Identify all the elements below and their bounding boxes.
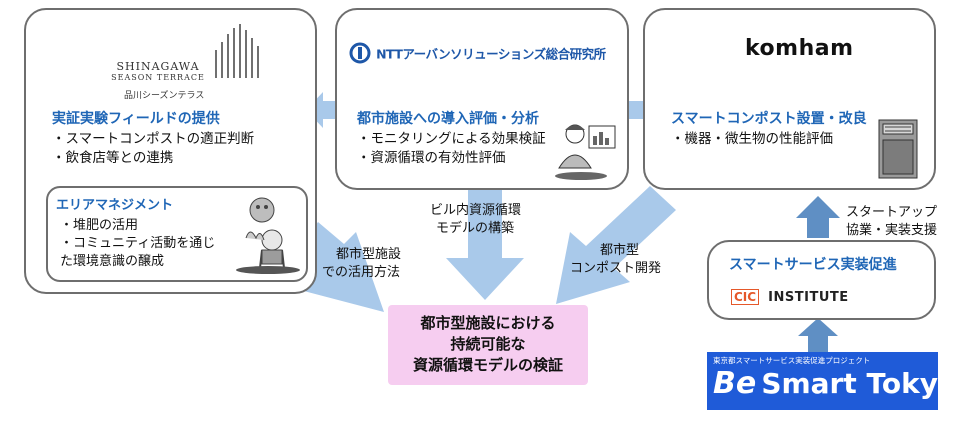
building-logo-icon: [215, 24, 259, 78]
ntt-logo-icon: [349, 42, 371, 64]
besmart-banner: 東京都スマートサービス実装促進プロジェクト Be Smart Tokyo: [707, 352, 957, 410]
smart-service-box: スマートサービス実装促進 CIC INSTITUTE: [707, 240, 936, 320]
up-arrow-besmart: [798, 318, 838, 352]
label-middle-2: モデルの構築: [436, 221, 515, 236]
logo-top: SHINAGAWA: [116, 60, 200, 73]
ntt-bullet-1: ・モニタリングによる効果検証: [357, 131, 546, 147]
researcher-illustration-icon: [555, 124, 616, 180]
ntt-box: NTTアーバンソリューションズ総合研究所 都市施設への導入評価・分析 ・モニタリ…: [335, 8, 629, 190]
area-bullet-1: ・堆肥の活用: [60, 218, 139, 233]
compost-machine-icon: [878, 119, 918, 179]
center-goal-box: 都市型施設における 持続可能な 資源循環モデルの検証: [388, 305, 588, 385]
komham-box: komham スマートコンポスト設置・改良 ・機器・微生物の性能評価: [643, 8, 936, 190]
komham-bullet-1: ・機器・微生物の性能評価: [671, 131, 833, 147]
ntt-heading: 都市施設への導入評価・分析: [357, 111, 539, 127]
label-middle-1: ビル内資源循環: [430, 203, 522, 218]
field-heading: 実証実験フィールドの提供: [52, 111, 220, 127]
gardener-illustration-icon: [236, 197, 300, 274]
besmart-be: Be: [713, 366, 757, 401]
center-line-2: 持続可能な: [450, 335, 526, 353]
logo-jp: 品川シーズンテラス: [124, 91, 205, 101]
besmart-small: 東京都スマートサービス実装促進プロジェクト: [713, 356, 871, 365]
area-management-box: エリアマネジメント ・堆肥の活用 ・コミュニティ活動を通じ た環境意識の醸成: [46, 186, 308, 282]
label-right-2: コンポスト開発: [570, 261, 662, 276]
cic-mark: CIC: [731, 289, 760, 305]
logo-text: SHINAGAWA SEASON TERRACE: [98, 60, 218, 82]
label-startup-1: スタートアップ: [846, 205, 938, 220]
up-arrow-startup: [796, 196, 840, 238]
label-left-2: での活用方法: [322, 265, 401, 280]
area-bullet-2: ・コミュニティ活動を通じ: [60, 236, 216, 251]
center-line-1: 都市型施設における: [420, 314, 556, 332]
ntt-logo: NTTアーバンソリューションズ総合研究所: [349, 42, 606, 64]
label-startup-2: 協業・実装支援: [846, 223, 938, 238]
diagonal-arrow-right: [556, 186, 676, 304]
ntt-logo-text: NTTアーバンソリューションズ総合研究所: [376, 46, 606, 62]
field-provider-box: SHINAGAWA SEASON TERRACE 品川シーズンテラス 実証実験フ…: [24, 8, 317, 294]
label-left-1: 都市型施設: [336, 247, 402, 262]
besmart-main: Be Smart Tokyo: [713, 366, 957, 401]
logo-sub: SEASON TERRACE: [111, 73, 205, 82]
field-bullet-1: ・スマートコンポストの適正判断: [52, 131, 255, 147]
smart-service-heading: スマートサービス実装促進: [729, 257, 897, 273]
area-bullet-3: た環境意識の醸成: [60, 254, 165, 269]
down-arrow-middle: [446, 188, 524, 300]
field-bullet-2: ・飲食店等との連携: [52, 150, 174, 166]
area-heading: エリアマネジメント: [56, 198, 174, 213]
komham-logo: komham: [745, 36, 854, 61]
center-line-3: 資源循環モデルの検証: [412, 356, 563, 374]
ntt-bullet-2: ・資源循環の有効性評価: [357, 150, 506, 166]
komham-heading: スマートコンポスト設置・改良: [671, 111, 867, 127]
label-right-1: 都市型: [600, 243, 640, 258]
cic-institute: INSTITUTE: [768, 290, 849, 305]
besmart-rest: Smart Tokyo: [761, 367, 958, 400]
cic-logo: CIC INSTITUTE: [731, 286, 849, 305]
